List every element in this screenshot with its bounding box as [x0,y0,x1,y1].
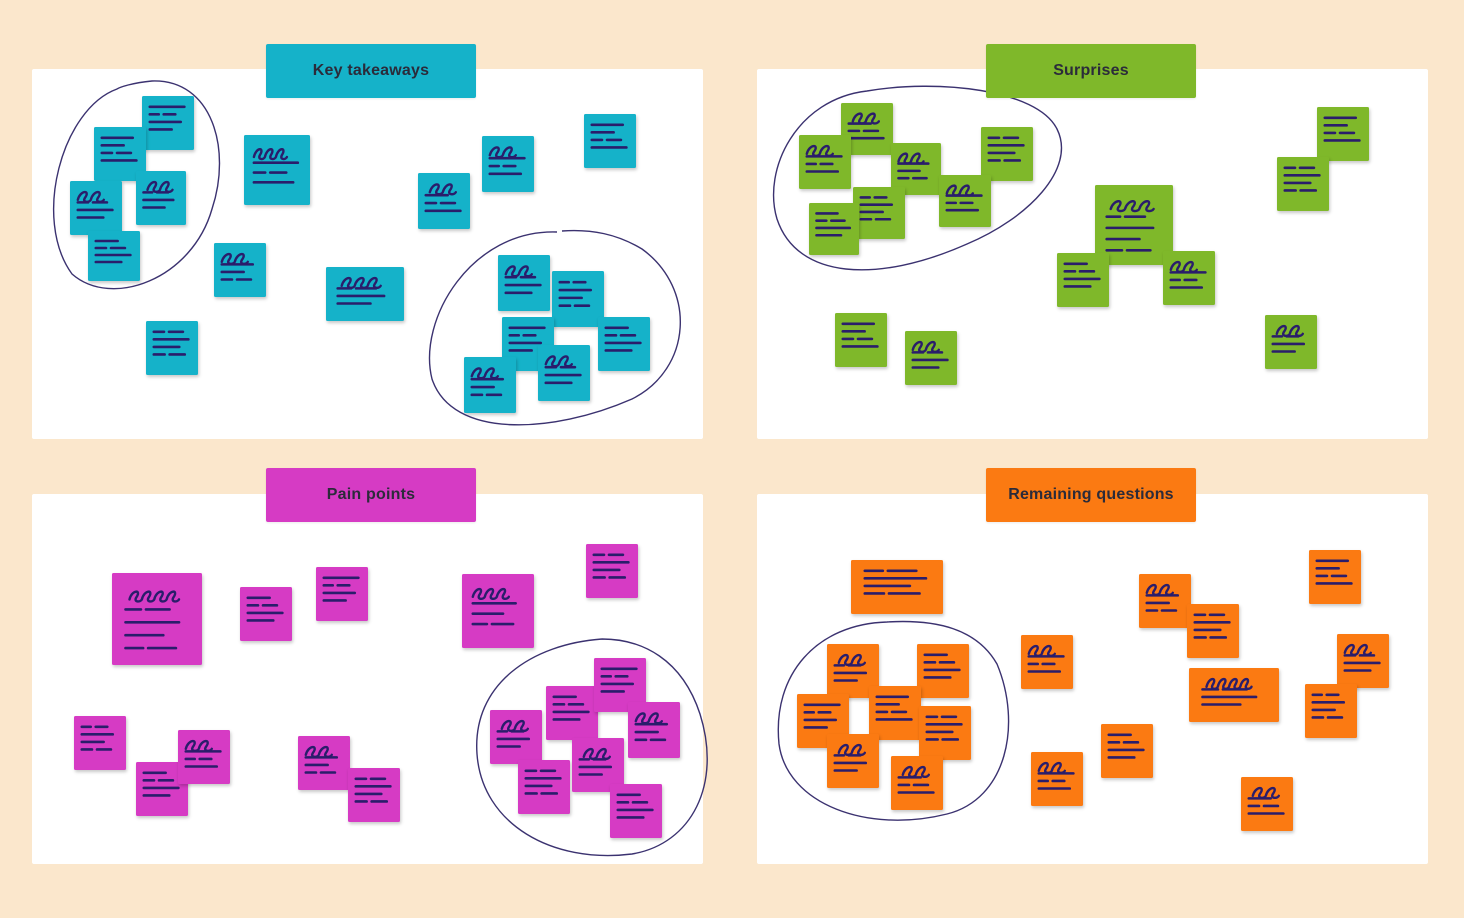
sticky-note[interactable] [136,171,186,225]
sticky-note[interactable] [298,736,350,790]
sticky-note[interactable] [1057,253,1109,307]
sticky-note[interactable] [74,716,126,770]
sticky-note[interactable] [598,317,650,371]
panel-surprises[interactable] [757,69,1428,439]
sticky-note[interactable] [1265,315,1317,369]
sticky-note[interactable] [1241,777,1293,831]
sticky-note[interactable] [584,114,636,168]
sticky-note[interactable] [1305,684,1357,738]
lasso-grouping [52,80,221,290]
sticky-note[interactable] [809,203,859,255]
sticky-note[interactable] [240,587,292,641]
sticky-note[interactable] [827,734,879,788]
sticky-note[interactable] [905,331,957,385]
sticky-note[interactable] [917,644,969,698]
sticky-note[interactable] [538,345,590,401]
sticky-notes-area-surprises [772,85,1369,385]
sticky-note[interactable] [1277,157,1329,211]
sticky-note[interactable] [628,702,680,758]
sticky-note[interactable] [178,730,230,784]
sticky-note[interactable] [572,738,624,792]
sticky-notes-area-remaining-questions [777,550,1389,831]
lasso-grouping [772,85,1063,271]
sticky-note[interactable] [348,768,400,822]
header-label-key-takeaways: Key takeaways [312,62,430,79]
sticky-note[interactable] [464,357,516,413]
sticky-note[interactable] [594,658,646,712]
sticky-note[interactable] [799,135,851,189]
sticky-note[interactable] [853,187,905,239]
sticky-note[interactable] [1309,550,1361,604]
lasso-grouping [476,638,708,857]
sticky-note[interactable] [1095,185,1173,265]
sticky-note[interactable] [1021,635,1073,689]
sticky-note[interactable] [94,127,146,181]
sticky-note[interactable] [827,644,879,698]
sticky-note[interactable] [462,574,534,648]
sticky-note[interactable] [552,271,604,327]
sticky-note[interactable] [482,136,534,192]
sticky-note[interactable] [546,686,598,740]
sticky-note[interactable] [146,321,198,375]
sticky-note[interactable] [244,135,310,205]
header-label-remaining-questions: Remaining questions [1008,486,1174,503]
sticky-note[interactable] [142,96,194,150]
sticky-note[interactable] [70,181,122,235]
sticky-note[interactable] [136,762,188,816]
header-surprises[interactable]: Surprises [986,44,1196,98]
sticky-note[interactable] [981,127,1033,181]
sticky-note[interactable] [1337,634,1389,688]
sticky-note[interactable] [891,756,943,810]
sticky-note[interactable] [841,103,893,155]
sticky-note[interactable] [112,573,202,665]
sticky-note[interactable] [939,175,991,227]
lasso-grouping [777,620,1010,821]
header-remaining-questions[interactable]: Remaining questions [986,468,1196,522]
header-label-pain-points: Pain points [326,486,416,503]
sticky-note[interactable] [1139,574,1191,628]
sticky-note[interactable] [1187,604,1239,658]
sticky-note[interactable] [869,686,921,740]
header-pain-points[interactable]: Pain points [266,468,476,522]
sticky-note[interactable] [1101,724,1153,778]
sticky-note[interactable] [518,760,570,814]
sticky-note[interactable] [1317,107,1369,161]
sticky-note[interactable] [88,231,140,281]
header-label-surprises: Surprises [1053,62,1129,79]
sticky-note[interactable] [1031,752,1083,806]
lasso-grouping [428,229,682,426]
sticky-note[interactable] [891,143,941,195]
sticky-note[interactable] [418,173,470,229]
sticky-note[interactable] [851,560,943,614]
sticky-notes-area-pain-points [74,544,708,857]
sticky-note[interactable] [490,710,542,764]
sticky-note[interactable] [1163,251,1215,305]
sticky-note[interactable] [1189,668,1279,722]
header-key-takeaways[interactable]: Key takeaways [266,44,476,98]
panel-pain-points[interactable] [32,494,708,864]
sticky-note[interactable] [214,243,266,297]
sticky-note[interactable] [316,567,368,621]
sticky-note[interactable] [919,706,971,760]
sticky-note[interactable] [498,255,550,311]
sticky-note[interactable] [610,784,662,838]
sticky-note[interactable] [586,544,638,598]
sticky-note[interactable] [835,313,887,367]
panel-remaining-questions[interactable] [757,494,1428,864]
sticky-note[interactable] [326,267,404,321]
sticky-notes-area-key-takeaways [52,80,682,426]
panel-key-takeaways[interactable] [32,69,703,439]
